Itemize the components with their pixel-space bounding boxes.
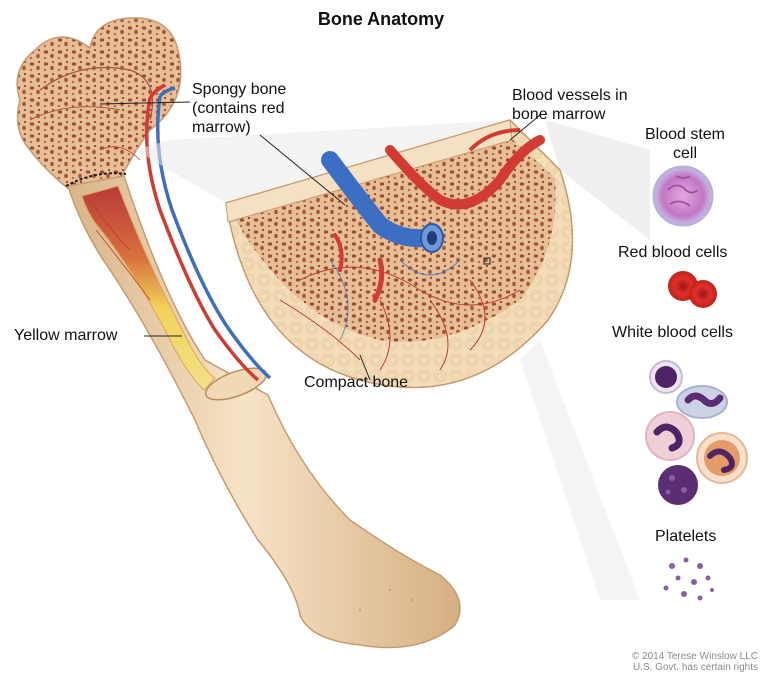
diagram-title: Bone Anatomy	[0, 9, 762, 30]
red-blood-cells	[668, 271, 717, 308]
label-white-blood-cells: White blood cells	[612, 323, 733, 342]
blood-stem-cell	[654, 167, 712, 225]
label-blood-vessels: Blood vessels in bone marrow	[512, 86, 628, 124]
copyright-credit: © 2014 Terese Winslow LLC U.S. Govt. has…	[632, 651, 758, 673]
label-red-blood-cells: Red blood cells	[618, 243, 727, 262]
label-compact-bone: Compact bone	[304, 373, 408, 392]
label-blood-stem-cell: Blood stem cell	[630, 125, 740, 163]
platelets-illustration	[664, 558, 715, 601]
label-spongy-bone: Spongy bone (contains red marrow)	[192, 80, 286, 137]
zoom-wedge-lower	[520, 340, 640, 600]
label-platelets: Platelets	[655, 527, 716, 546]
white-blood-cells	[646, 361, 747, 505]
label-yellow-marrow: Yellow marrow	[14, 326, 117, 345]
